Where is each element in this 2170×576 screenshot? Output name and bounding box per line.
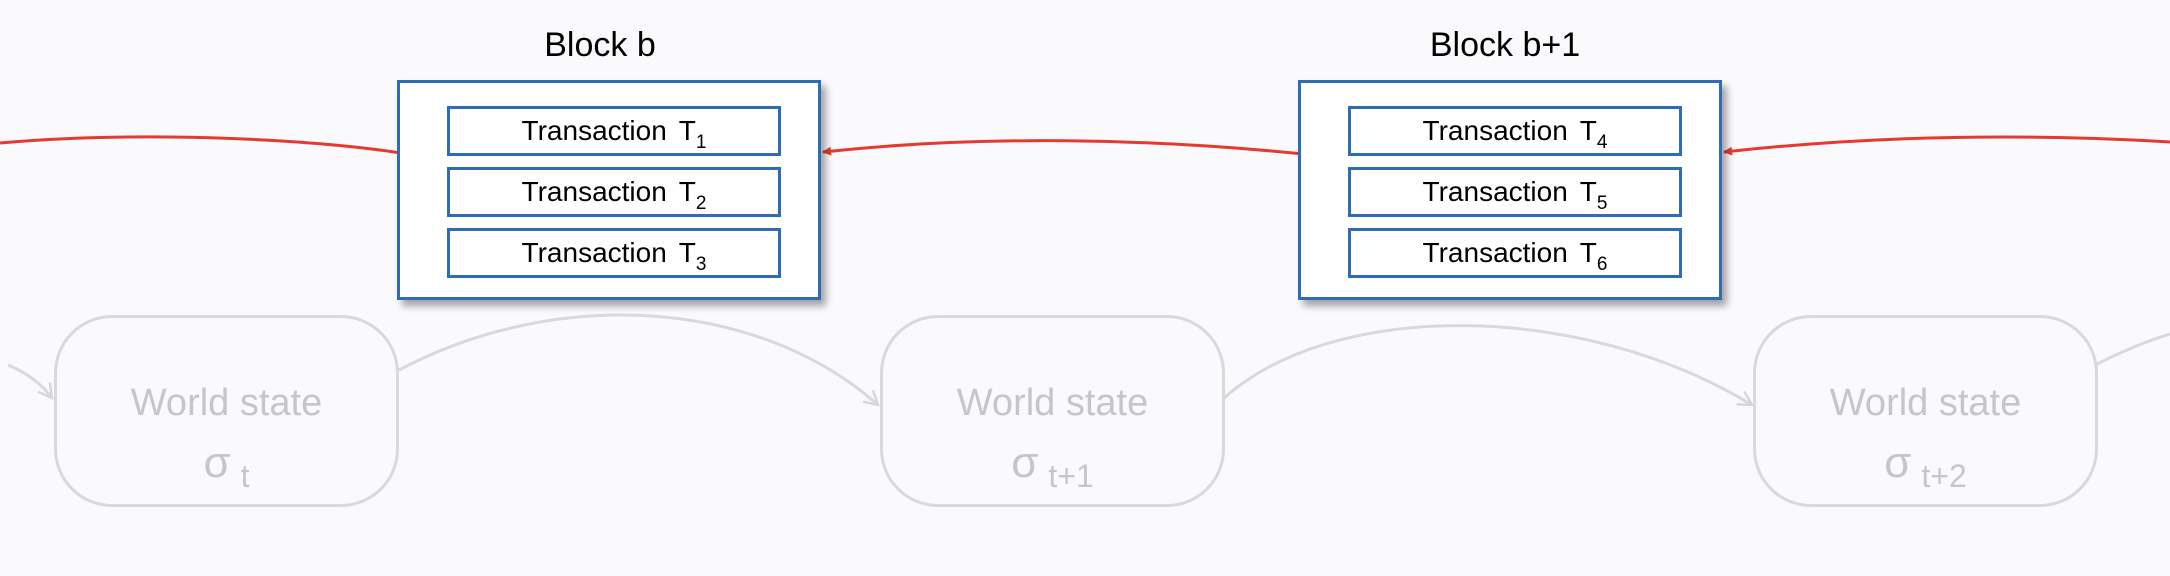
transaction-symbol: T <box>678 115 696 146</box>
state-transition-arrow-out <box>2094 332 2170 367</box>
transaction-row: Transaction T4 <box>1348 106 1682 156</box>
transaction-row: Transaction T3 <box>447 228 781 278</box>
chain-link-next-to-block-b1 <box>1723 135 2170 156</box>
world-state-label: World state <box>130 382 323 424</box>
transaction-index: 5 <box>1596 193 1608 214</box>
sigma-symbol: σ <box>203 438 231 487</box>
transaction-row: Transaction T5 <box>1348 167 1682 217</box>
world-state-label: World state <box>1829 382 2022 424</box>
transaction-index: 6 <box>1596 254 1608 275</box>
block-title: Block b <box>544 26 656 64</box>
transaction-symbol: T <box>1579 237 1597 268</box>
transaction-index: 3 <box>695 254 707 275</box>
world-state-index: t <box>240 458 250 494</box>
block-title: Block b+1 <box>1429 26 1581 64</box>
transaction-row: Transaction T1 <box>447 106 781 156</box>
transaction-index: 4 <box>1596 132 1608 153</box>
sigma-symbol: σ <box>1884 438 1912 487</box>
transaction-label: Transaction <box>521 237 667 268</box>
transaction-row: Transaction T6 <box>1348 228 1682 278</box>
sigma-symbol: σ <box>1011 438 1039 487</box>
chain-link-block-b1-to-b <box>822 139 1314 157</box>
state-transition-arrow-1 <box>398 313 880 407</box>
transaction-row: Transaction T2 <box>447 167 781 217</box>
world-state-index: t+1 <box>1048 458 1094 494</box>
transaction-index: 1 <box>695 132 707 153</box>
transaction-symbol: T <box>678 176 696 207</box>
chain-link-previous <box>0 135 413 157</box>
transaction-label: Transaction <box>1422 237 1568 268</box>
world-state-label: World state <box>956 382 1149 424</box>
transaction-symbol: T <box>1579 176 1597 207</box>
transaction-label: Transaction <box>1422 115 1568 146</box>
transaction-symbol: T <box>678 237 696 268</box>
transaction-label: Transaction <box>521 115 667 146</box>
transaction-symbol: T <box>1579 115 1597 146</box>
state-transition-arrow-in <box>7 363 54 400</box>
transaction-index: 2 <box>695 193 707 214</box>
state-transition-arrow-2 <box>1220 324 1755 407</box>
world-state-index: t+2 <box>1921 458 1967 494</box>
transaction-label: Transaction <box>521 176 667 207</box>
transaction-label: Transaction <box>1422 176 1568 207</box>
